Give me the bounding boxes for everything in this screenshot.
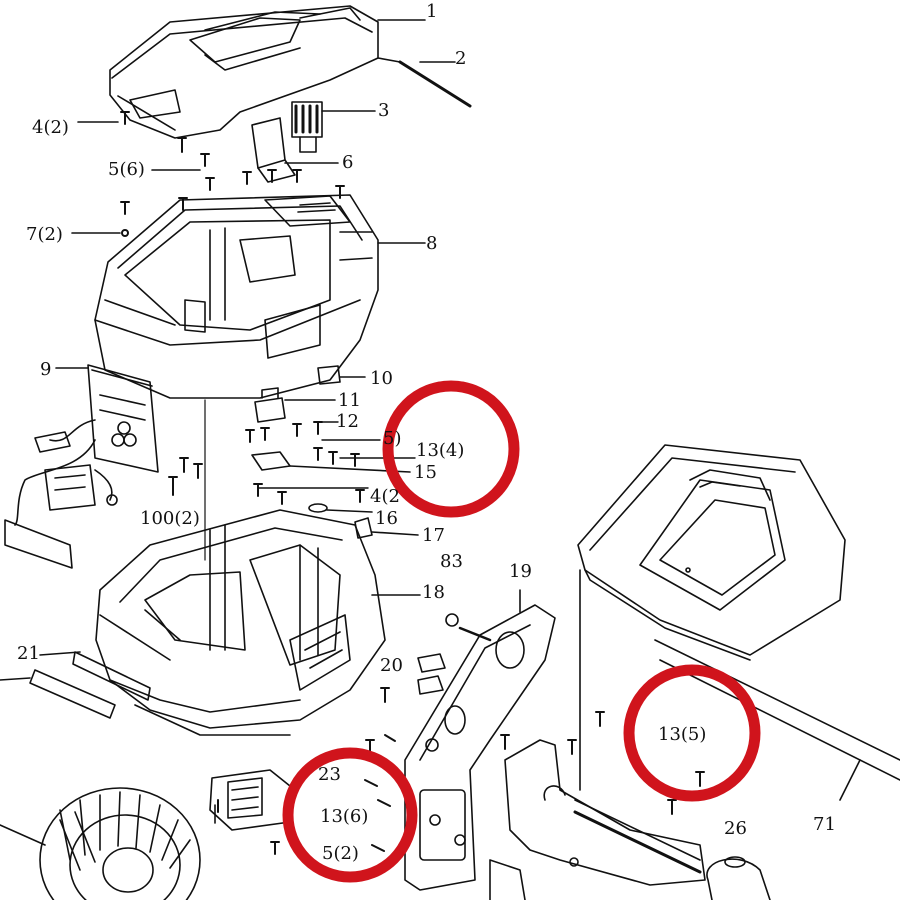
part-3-switch [291,101,376,153]
highlight-circle-13-6 [282,747,418,883]
label-part-10: 10 [370,368,393,389]
label-part-5c: 5(2) [322,843,359,864]
label-part-7: 7(2) [26,224,63,245]
label-part-3: 3 [378,100,390,121]
part-26-roller [706,856,771,901]
label-part-9: 9 [40,359,52,380]
part-12-screws [245,421,416,467]
label-part-1: 1 [426,1,438,22]
part-11-connector [254,387,336,423]
callout-13-6: 13(6) [320,806,369,827]
screws-top [120,111,345,237]
part-18-base-housing [95,509,386,736]
part-20-pad [417,653,446,695]
part-71-rod [654,639,900,801]
part-83-nut [445,613,492,642]
fan-wheel [0,787,201,904]
part-100-screws [168,457,203,496]
label-part-19: 19 [509,561,532,582]
label-part-100: 100(2) [140,508,200,529]
label-part-4a: 4(2) [32,117,69,138]
part-19-bracket-plate [404,589,556,891]
label-part-20: 20 [380,655,403,676]
label-part-23: 23 [318,764,341,785]
label-part-21: 21 [17,643,40,664]
part-8-upper-housing [94,194,379,399]
part-17-grommet [354,517,419,539]
part-1-top-lid [109,5,379,139]
highlight-circles [282,380,761,883]
label-part-5a: 5(6) [108,159,145,180]
part-16-washer [308,503,373,513]
label-part-2: 2 [455,48,467,69]
label-part-18: 18 [422,582,445,603]
screws-lower [217,687,705,855]
callout-13-5: 13(5) [658,724,707,745]
part-10-clip [317,365,366,385]
label-part-12: 12 [336,411,359,432]
label-part-16: 16 [375,508,398,529]
wiring-harness [4,419,118,569]
label-part-4b: 4(2 [370,486,400,507]
label-part-71: 71 [813,814,836,835]
label-part-6: 6 [342,152,354,173]
label-part-26: 26 [724,818,747,839]
part-4-screws-lower [253,483,369,505]
highlight-circle-13-5 [623,664,761,802]
highlight-circle-13-4 [382,380,520,518]
label-part-11: 11 [338,390,361,411]
label-part-17: 17 [422,525,445,546]
part-23-switch-unit [209,769,296,839]
frame-support [489,569,706,901]
part-6-bracket [251,117,339,183]
label-part-5b-fragment: 5) [383,428,402,449]
part-21-filter-strips [0,651,151,719]
callout-13-4: 13(4) [416,440,465,461]
part-9-circuit-board [55,364,159,473]
label-part-15: 15 [414,462,437,483]
label-part-8: 8 [426,233,438,254]
label-part-83: 83 [440,551,463,572]
part-2-rod [377,57,472,108]
side-cover [577,444,846,661]
